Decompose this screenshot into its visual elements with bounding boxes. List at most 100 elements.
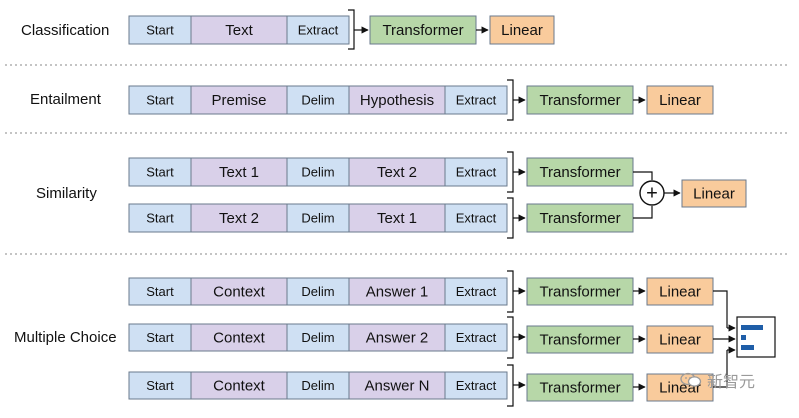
wechat-icon: [680, 372, 702, 387]
mc-row0-token-0-text: Start: [146, 284, 174, 299]
mc-row0-transformer-box: [526, 277, 634, 306]
similarity-row1-transformer-text: Transformer: [539, 210, 620, 227]
mc-row0-token-4-text: Extract: [456, 284, 497, 299]
mc-row1-linear-text: Linear: [659, 331, 701, 348]
similarity-row0-token-2-text: Delim: [301, 164, 334, 179]
mc-row0-token-2-text: Delim: [301, 284, 334, 299]
similarity-row0-token-1-box: [190, 157, 288, 187]
mc-row0-linear-box: [646, 277, 714, 306]
entailment-token-1-text: Premise: [211, 92, 266, 109]
similarity-row0-token-1-text: Text 1: [219, 164, 259, 181]
entailment-linear-box: [646, 85, 714, 115]
similarity-linear-box: [681, 179, 747, 208]
entailment-token-3-text: Hypothesis: [360, 92, 434, 109]
mc-row0-token-3-box: [348, 277, 446, 306]
classification-transformer-text: Transformer: [382, 22, 463, 39]
mc-row2-transformer-box: [526, 373, 634, 402]
similarity-join-bottom: [633, 206, 653, 219]
similarity-join-top: [633, 171, 653, 180]
mc-row1-bracket: [507, 316, 514, 359]
classification-linear-box: [489, 15, 555, 45]
mc-row2-token-4-text: Extract: [456, 378, 497, 393]
similarity-row1-token-4-text: Extract: [456, 210, 497, 225]
mc-row2-transformer-text: Transformer: [539, 379, 620, 396]
similarity-label: Similarity: [36, 185, 97, 202]
mc-row0-token-1-box: [190, 277, 288, 306]
mc-row2-token-1-text: Context: [213, 377, 266, 394]
similarity-linear-text: Linear: [693, 185, 735, 202]
mc-row2-token-0-text: Start: [146, 378, 174, 393]
mc-row1-token-1-box: [190, 323, 288, 352]
entailment-token-0-text: Start: [146, 92, 174, 107]
entailment-token-0-box: [128, 85, 192, 115]
similarity-row1-token-3-text: Text 1: [377, 210, 417, 227]
similarity-row0-token-0-box: [128, 157, 192, 187]
similarity-row0-bracket: [507, 151, 514, 193]
mc-row1-token-3-text: Answer 2: [366, 329, 429, 346]
classification-token-2-box: [286, 15, 350, 45]
mc-row0-token-1-text: Context: [213, 283, 266, 300]
mc-row2-token-2-box: [286, 371, 350, 400]
mc-row2-bracket: [507, 364, 514, 407]
similarity-row1-token-1-text: Text 2: [219, 210, 259, 227]
mc-row2-token-4-box: [444, 371, 508, 400]
similarity-row1-bracket: [507, 197, 514, 239]
mc-join-3: [713, 350, 728, 388]
plus-icon: +: [646, 182, 658, 204]
similarity-row1-token-0-text: Start: [146, 210, 174, 225]
entailment-token-4-box: [444, 85, 508, 115]
classification-transformer-box: [369, 15, 477, 45]
similarity-row0-token-3-text: Text 2: [377, 164, 417, 181]
entailment-bracket: [507, 79, 514, 121]
mc-row2-token-3-text: Answer N: [364, 377, 429, 394]
mc-row2-linear-box: [646, 373, 714, 402]
mc-row1-transformer-text: Transformer: [539, 331, 620, 348]
classification-token-2-text: Extract: [298, 22, 339, 37]
entailment-token-4-text: Extract: [456, 92, 497, 107]
mc-row2-token-3-box: [348, 371, 446, 400]
similarity-row1-token-3-box: [348, 203, 446, 233]
watermark-text: 新智元: [707, 372, 756, 391]
watermark: 新智元: [680, 368, 755, 392]
classification-token-1-text: Text: [225, 22, 253, 39]
similarity-row0-token-0-text: Start: [146, 164, 174, 179]
mc-row1-token-0-text: Start: [146, 330, 174, 345]
classification-linear-text: Linear: [501, 22, 543, 39]
similarity-row1-token-1-box: [190, 203, 288, 233]
mc-row0-token-0-box: [128, 277, 192, 306]
mc-join-1: [713, 290, 728, 328]
entailment-token-2-text: Delim: [301, 92, 334, 107]
entailment-token-3-box: [348, 85, 446, 115]
softmax-icon: [736, 316, 776, 358]
mc-row0-token-4-box: [444, 277, 508, 306]
mc-row1-token-1-text: Context: [213, 329, 266, 346]
similarity-row0-token-4-box: [444, 157, 508, 187]
similarity-row0-token-4-text: Extract: [456, 164, 497, 179]
mc-row2-token-2-text: Delim: [301, 378, 334, 393]
classification-label: Classification: [21, 22, 109, 39]
mc-row1-token-2-text: Delim: [301, 330, 334, 345]
mc-row1-token-0-box: [128, 323, 192, 352]
similarity-row0-transformer-text: Transformer: [539, 164, 620, 181]
similarity-row1-token-4-box: [444, 203, 508, 233]
mc-row0-linear-text: Linear: [659, 283, 701, 300]
classification-token-0-text: Start: [146, 22, 174, 37]
mc-row1-token-4-box: [444, 323, 508, 352]
classification-token-1-box: [190, 15, 288, 45]
mc-row1-token-2-box: [286, 323, 350, 352]
entailment-linear-text: Linear: [659, 92, 701, 109]
mc-row0-token-3-text: Answer 1: [366, 283, 429, 300]
similarity-row1-transformer-box: [526, 203, 634, 233]
mc-row0-transformer-text: Transformer: [539, 283, 620, 300]
mc-row1-transformer-box: [526, 325, 634, 354]
mc-row2-token-1-box: [190, 371, 288, 400]
mc-row0-bracket: [507, 270, 514, 313]
similarity-row1-token-2-box: [286, 203, 350, 233]
similarity-row1-token-2-text: Delim: [301, 210, 334, 225]
entailment-transformer-text: Transformer: [539, 92, 620, 109]
multiple-choice-label: Multiple Choice: [14, 329, 117, 346]
similarity-row1-token-0-box: [128, 203, 192, 233]
entailment-label: Entailment: [30, 91, 102, 108]
mc-row2-token-0-box: [128, 371, 192, 400]
